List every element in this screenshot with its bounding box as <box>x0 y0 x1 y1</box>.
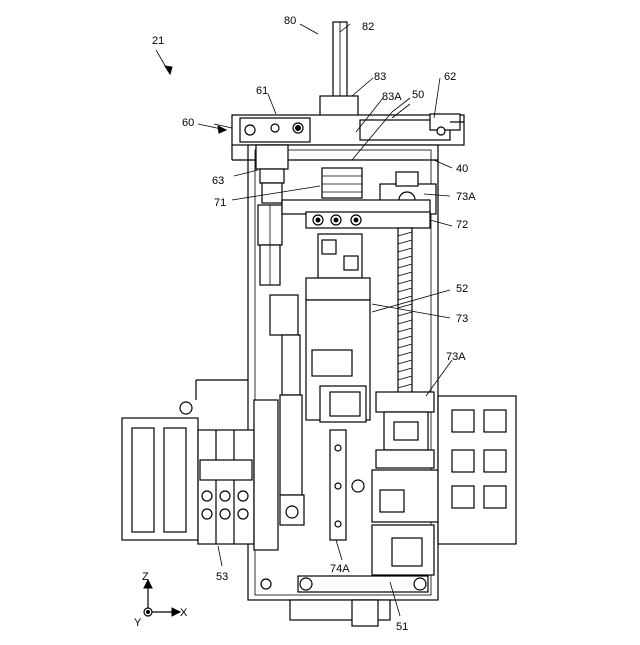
label-74a: 74A <box>330 563 350 575</box>
coupling-71 <box>322 168 362 198</box>
label-62: 62 <box>444 71 456 83</box>
motor-51 <box>372 470 438 575</box>
label-52: 52 <box>456 283 468 295</box>
label-72: 72 <box>456 219 468 231</box>
label-73a-mid: 73A <box>446 351 466 363</box>
label-51: 51 <box>396 621 408 633</box>
label-83a: 83A <box>382 91 402 103</box>
label-40: 40 <box>456 163 468 175</box>
label-50: 50 <box>412 89 424 101</box>
coordinate-axes <box>144 580 180 616</box>
label-61: 61 <box>256 85 268 97</box>
label-53: 53 <box>216 571 228 583</box>
label-71: 71 <box>214 197 226 209</box>
nut-block-lower <box>376 392 434 468</box>
label-80: 80 <box>284 15 296 27</box>
label-73a-top: 73A <box>456 191 476 203</box>
vertical-rod <box>333 22 347 100</box>
lead-screw <box>398 228 412 396</box>
label-83: 83 <box>374 71 386 83</box>
right-connector-box <box>438 396 516 544</box>
label-60: 60 <box>182 117 194 129</box>
label-73: 73 <box>456 313 468 325</box>
label-82: 82 <box>362 21 374 33</box>
label-21: 21 <box>152 35 164 47</box>
axis-label-z: Z <box>142 571 149 583</box>
valve-manifold-53 <box>122 380 278 550</box>
axis-label-x: X <box>180 607 188 619</box>
label-63: 63 <box>212 175 224 187</box>
axis-label-y: Y <box>134 617 142 629</box>
